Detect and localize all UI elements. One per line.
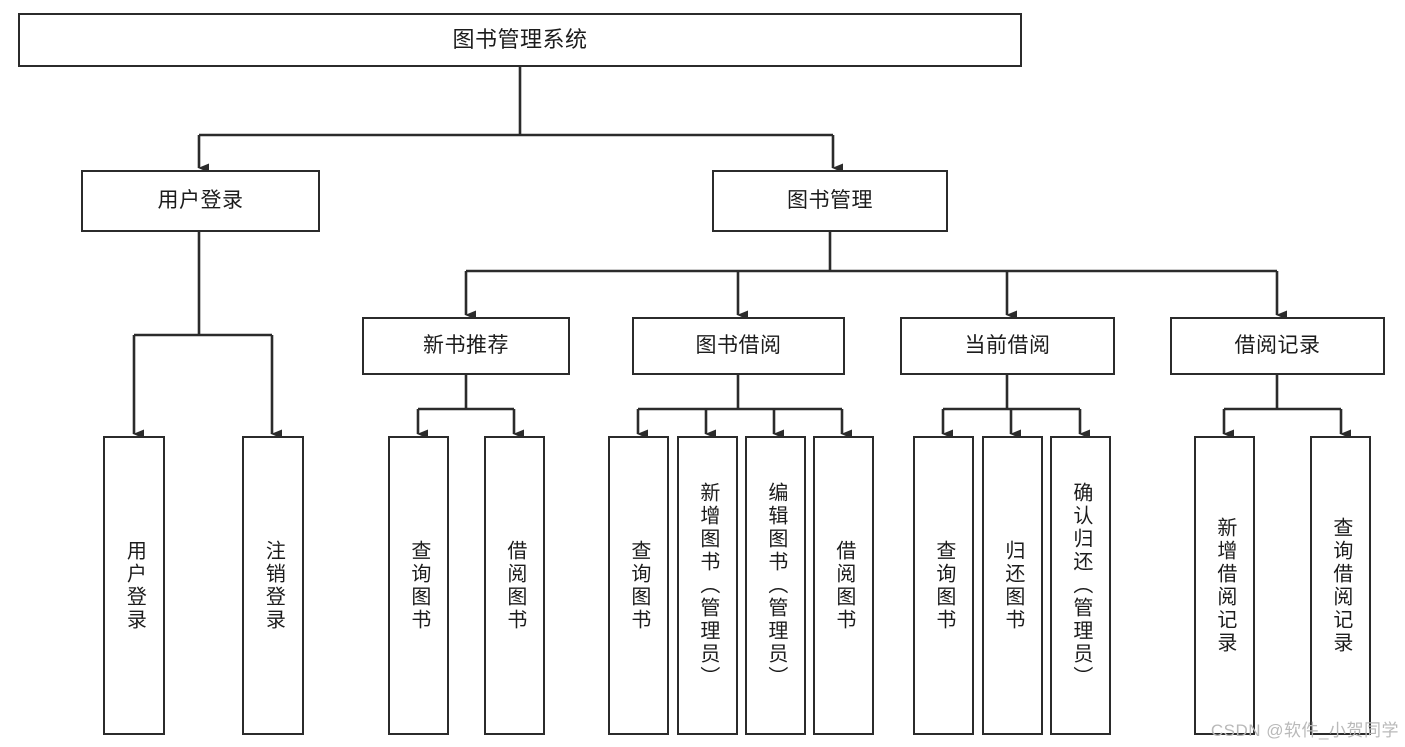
leaf-confirm-return-admin[interactable]: 确认归还（管理员）: [1050, 436, 1111, 735]
leaf-borrow-book-recommendation[interactable]: 借阅图书: [484, 436, 545, 735]
leaf-query-book-current[interactable]: 查询图书: [913, 436, 974, 735]
leaf-query-borrow-record[interactable]: 查询借阅记录: [1310, 436, 1371, 735]
node-new-book-recommendation[interactable]: 新书推荐: [362, 317, 570, 375]
node-label: 借阅记录: [1234, 333, 1321, 357]
node-label: 借阅图书: [503, 539, 526, 632]
leaf-query-book-recommendation[interactable]: 查询图书: [388, 436, 449, 735]
node-label: 查询图书: [627, 539, 650, 632]
leaf-user-login[interactable]: 用户登录: [103, 436, 165, 735]
node-label: 查询图书: [407, 539, 430, 632]
node-borrow-record[interactable]: 借阅记录: [1170, 317, 1385, 375]
node-label: 新增借阅记录: [1213, 516, 1236, 655]
node-label: 借阅图书: [832, 539, 855, 632]
node-label: 查询图书: [932, 539, 955, 632]
leaf-return-book[interactable]: 归还图书: [982, 436, 1043, 735]
node-label: 新书推荐: [423, 333, 509, 357]
node-current-borrow[interactable]: 当前借阅: [900, 317, 1115, 375]
node-label: 当前借阅: [964, 333, 1051, 357]
leaf-user-logout[interactable]: 注销登录: [242, 436, 304, 735]
node-root-book-management-system[interactable]: 图书管理系统: [18, 13, 1022, 67]
node-label: 用户登录: [123, 539, 146, 632]
node-book-manage[interactable]: 图书管理: [712, 170, 948, 232]
node-label: 查询借阅记录: [1329, 516, 1352, 655]
node-label: 新增图书（管理员）: [696, 482, 719, 689]
node-label: 图书管理系统: [452, 27, 588, 53]
node-label: 确认归还（管理员）: [1069, 482, 1092, 689]
node-book-borrow[interactable]: 图书借阅: [632, 317, 845, 375]
node-label: 归还图书: [1001, 539, 1024, 632]
node-label: 图书借阅: [695, 333, 782, 357]
leaf-query-book-borrow[interactable]: 查询图书: [608, 436, 669, 735]
node-label: 图书管理: [787, 188, 873, 212]
node-label: 编辑图书（管理员）: [764, 482, 787, 689]
leaf-add-borrow-record[interactable]: 新增借阅记录: [1194, 436, 1255, 735]
leaf-add-book-admin[interactable]: 新增图书（管理员）: [677, 436, 738, 735]
node-label: 用户登录: [157, 188, 244, 212]
node-user-login[interactable]: 用户登录: [81, 170, 320, 232]
leaf-borrow-book[interactable]: 借阅图书: [813, 436, 874, 735]
node-label: 注销登录: [262, 539, 285, 632]
leaf-edit-book-admin[interactable]: 编辑图书（管理员）: [745, 436, 806, 735]
csdn-watermark: CSDN @软件_小贺同学: [1210, 721, 1399, 740]
